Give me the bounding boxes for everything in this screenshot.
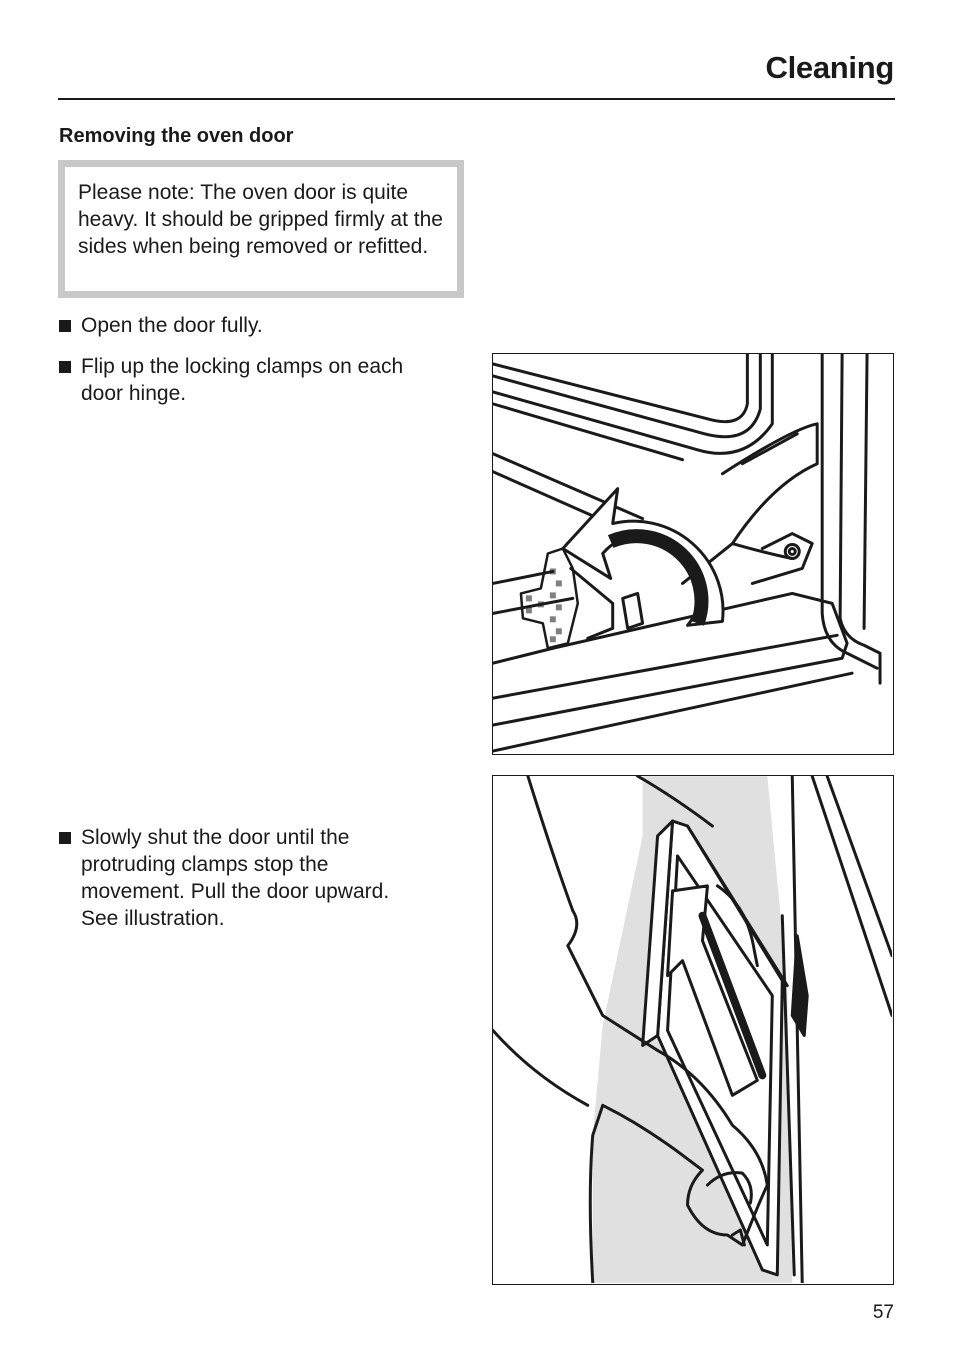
door-removal-drawing — [493, 776, 892, 1283]
step-text: Open the door fully. — [81, 314, 263, 337]
hinge-clamp-drawing — [493, 354, 882, 753]
step-text: Flip up the locking clamps on each door … — [81, 355, 404, 405]
square-bullet-icon — [59, 832, 71, 844]
step-item: Open the door fully. — [59, 312, 459, 339]
door-removal-illustration — [492, 775, 894, 1285]
square-bullet-icon — [59, 320, 71, 332]
warning-note-text: Please note: The oven door is quite heav… — [78, 181, 443, 258]
header-divider — [58, 98, 895, 100]
hinge-clamp-illustration — [492, 353, 894, 755]
step-item: Slowly shut the door until the protrudin… — [59, 824, 429, 932]
warning-note-box: Please note: The oven door is quite heav… — [58, 160, 464, 298]
step-item: Flip up the locking clamps on each door … — [59, 353, 449, 407]
square-bullet-icon — [59, 361, 71, 373]
page-number: 57 — [872, 1302, 894, 1323]
section-title: Cleaning — [765, 50, 894, 85]
subheading: Removing the oven door — [59, 125, 294, 147]
step-text: Slowly shut the door until the protrudin… — [81, 826, 390, 930]
